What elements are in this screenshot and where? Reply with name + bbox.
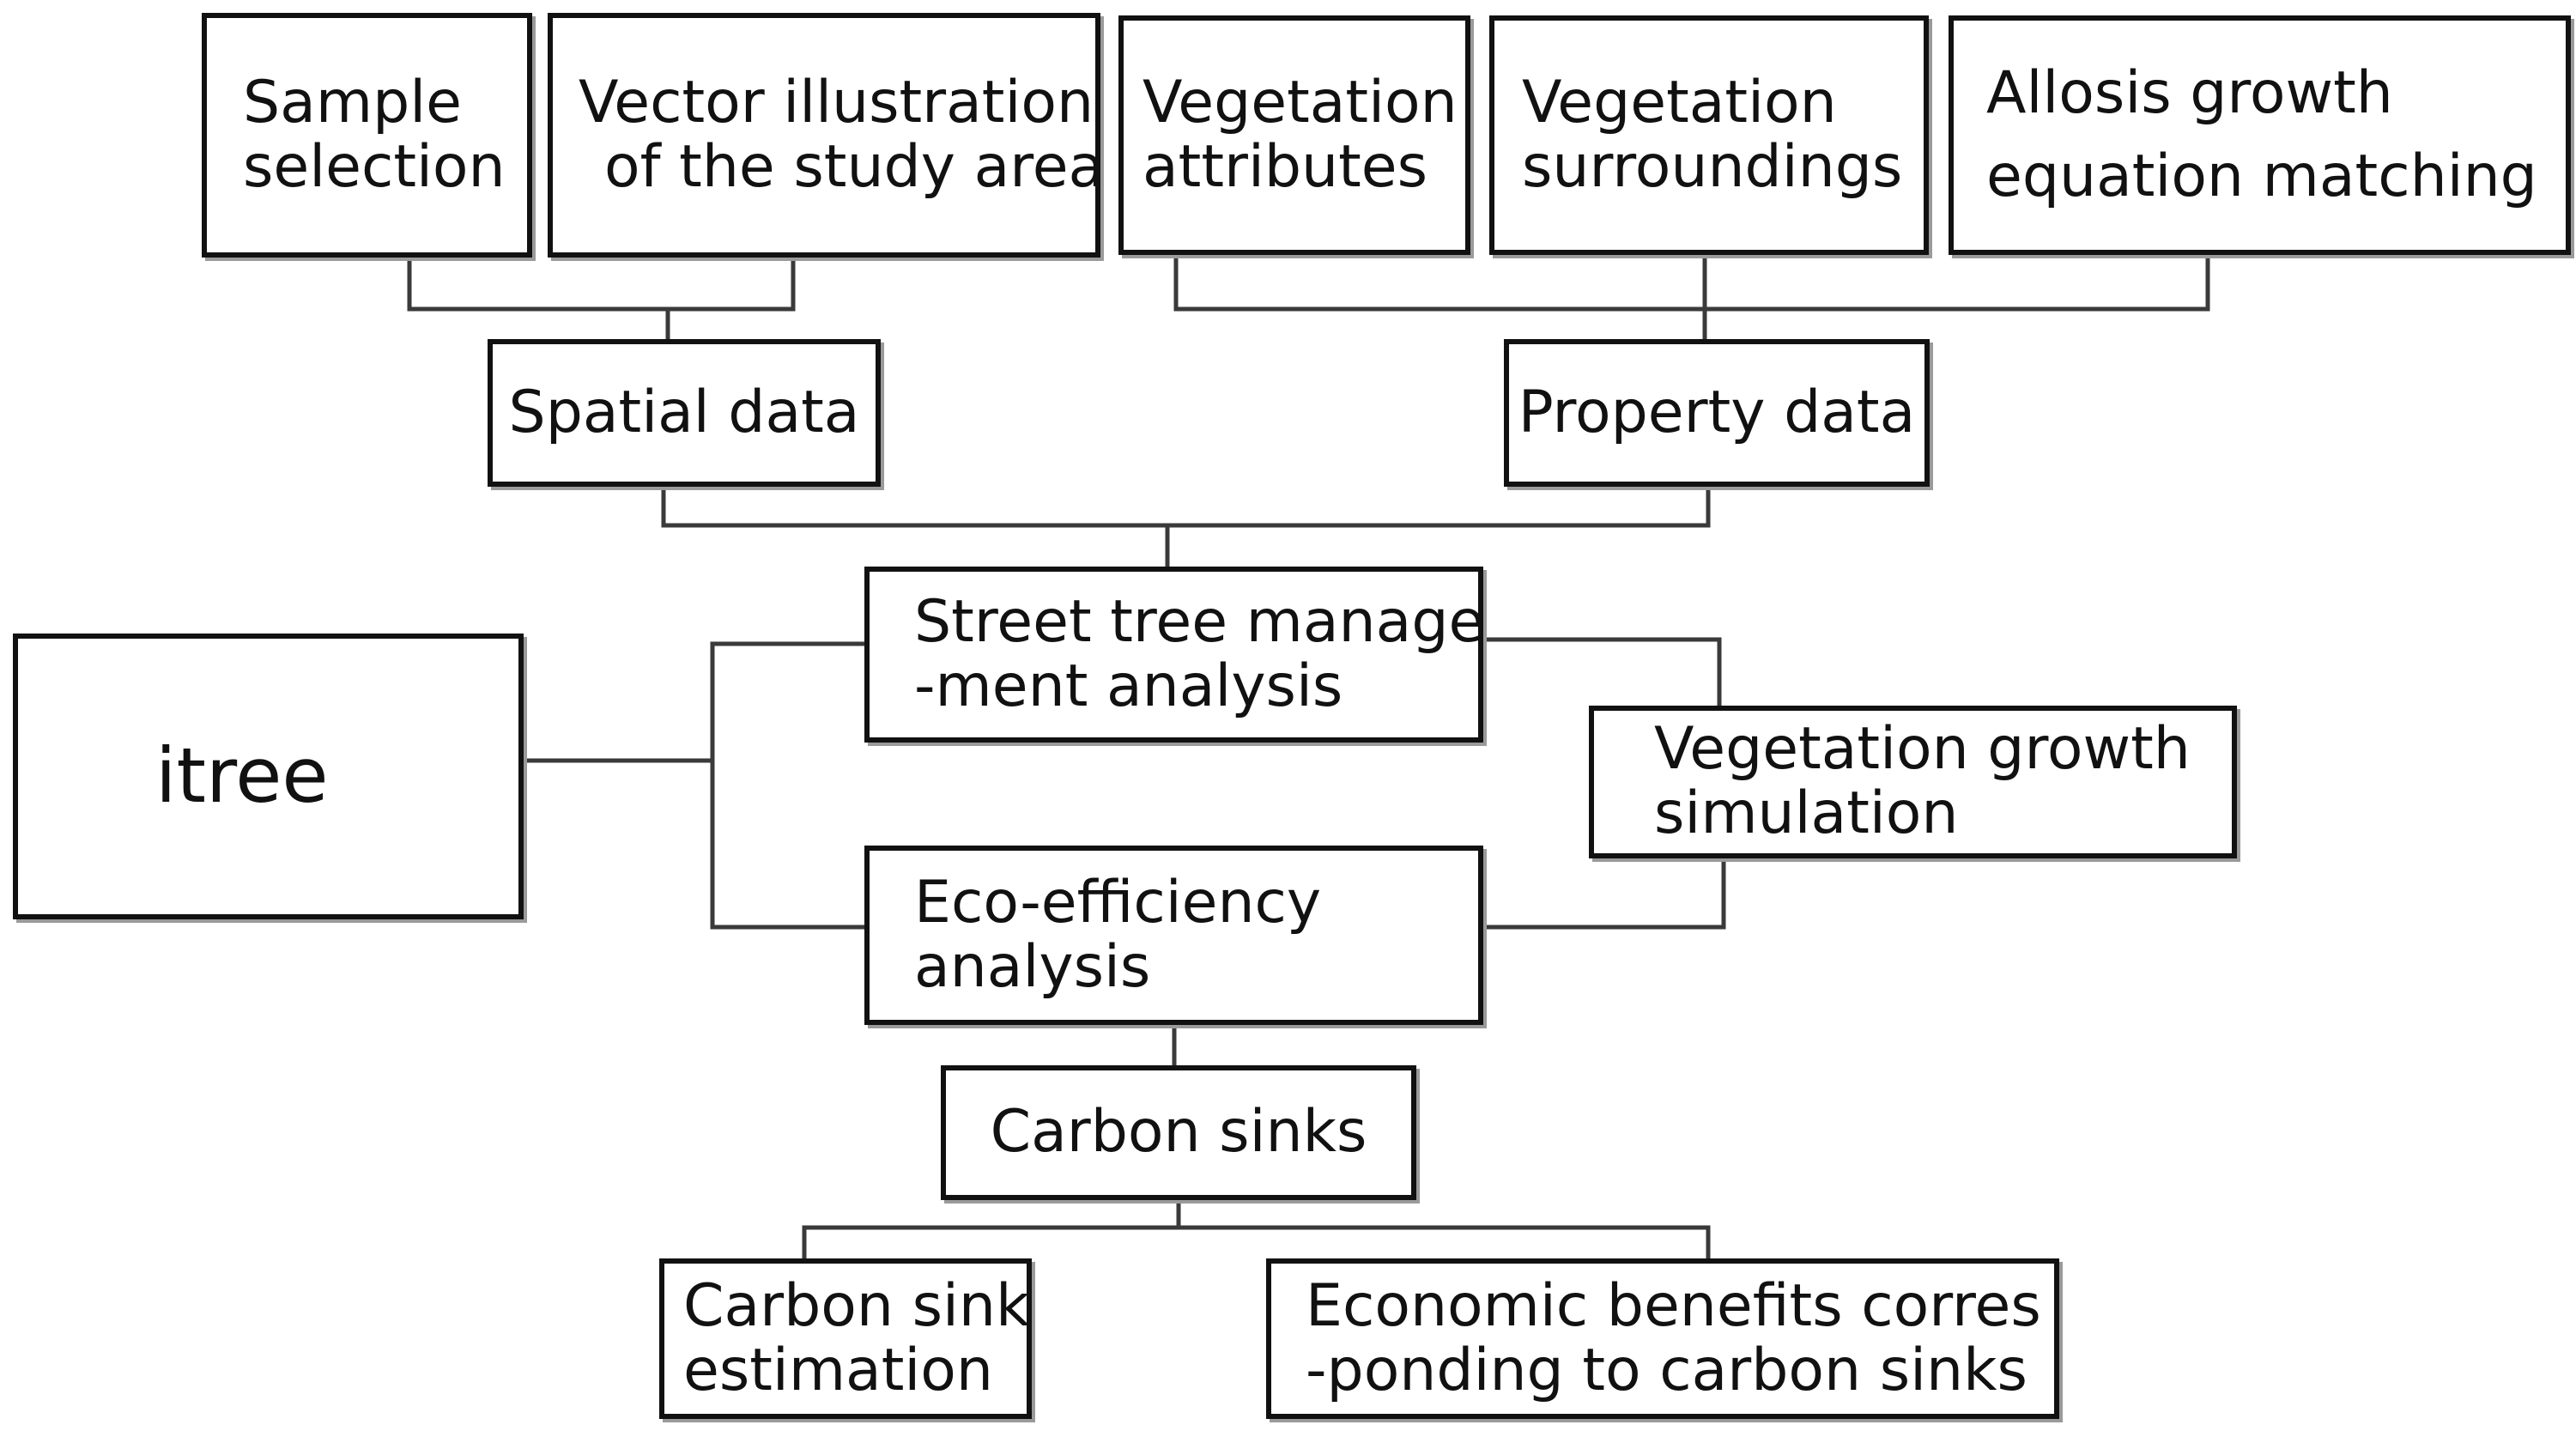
allosis-growth-line-1: Allosis growth: [1986, 58, 2393, 127]
carbon-sink-estimation-box: Carbon sink estimation: [659, 1258, 1032, 1419]
vector-illustration-line-1: Vector illustration: [579, 68, 1094, 136]
economic-benefits-line-1: Economic benefits corres: [1306, 1271, 2041, 1340]
allosis-growth-line-2: equation matching: [1986, 142, 2537, 210]
allosis-growth-box: Allosis growth equation matching: [1949, 15, 2571, 255]
sample-selection-box: Sample selection: [202, 13, 532, 258]
sample-selection-line-2: selection: [243, 132, 506, 201]
economic-benefits-line-2: -ponding to carbon sinks: [1306, 1336, 2027, 1404]
sample-selection-line-1: Sample: [243, 68, 462, 136]
eco-efficiency-line-2: analysis: [914, 932, 1151, 1001]
connector-data-to-management: [661, 484, 1711, 569]
carbon-sink-estimation-line-2: estimation: [683, 1336, 993, 1404]
connector-sources-to-property-data: [1173, 252, 2210, 342]
vector-illustration-box: Vector illustration of the study area: [548, 13, 1104, 258]
vegetation-growth-simulation-line-2: simulation: [1654, 779, 1959, 847]
itree-label: itree: [155, 731, 329, 821]
carbon-sinks-box: Carbon sinks: [941, 1065, 1416, 1200]
connector-itree-branch: [521, 641, 867, 930]
street-tree-management-box: Street tree manage -ment analysis: [864, 567, 1485, 743]
spatial-data-box: Spatial data: [488, 339, 881, 487]
property-data-box: Property data: [1504, 339, 1930, 487]
vegetation-attributes-line-2: attributes: [1143, 132, 1428, 201]
eco-efficiency-line-1: Eco-efficiency: [914, 868, 1322, 937]
vegetation-attributes-box: Vegetation attributes: [1118, 15, 1470, 255]
economic-benefits-box: Economic benefits corres -ponding to car…: [1266, 1258, 2059, 1419]
connector-carbon-to-outputs: [802, 1198, 1711, 1261]
property-data-label: Property data: [1518, 378, 1916, 446]
vegetation-growth-simulation-box: Vegetation growth simulation: [1589, 706, 2237, 858]
carbon-sinks-label: Carbon sinks: [990, 1098, 1367, 1167]
carbon-sink-estimation-line-1: Carbon sink: [683, 1271, 1030, 1340]
vegetation-growth-simulation-line-1: Vegetation growth: [1654, 715, 2191, 784]
connector-sources-to-spatial-data: [407, 255, 796, 342]
itree-box: itree: [13, 634, 524, 919]
street-tree-management-line-1: Street tree manage: [914, 587, 1485, 656]
vegetation-surroundings-line-2: surroundings: [1522, 132, 1903, 201]
spatial-data-label: Spatial data: [508, 378, 860, 446]
street-tree-management-line-2: -ment analysis: [914, 652, 1343, 720]
vegetation-surroundings-line-1: Vegetation: [1522, 68, 1837, 136]
vector-illustration-line-2: of the study area: [604, 132, 1105, 201]
vegetation-surroundings-box: Vegetation surroundings: [1489, 15, 1929, 255]
eco-efficiency-box: Eco-efficiency analysis: [864, 846, 1483, 1025]
vegetation-attributes-line-1: Vegetation: [1143, 68, 1458, 136]
